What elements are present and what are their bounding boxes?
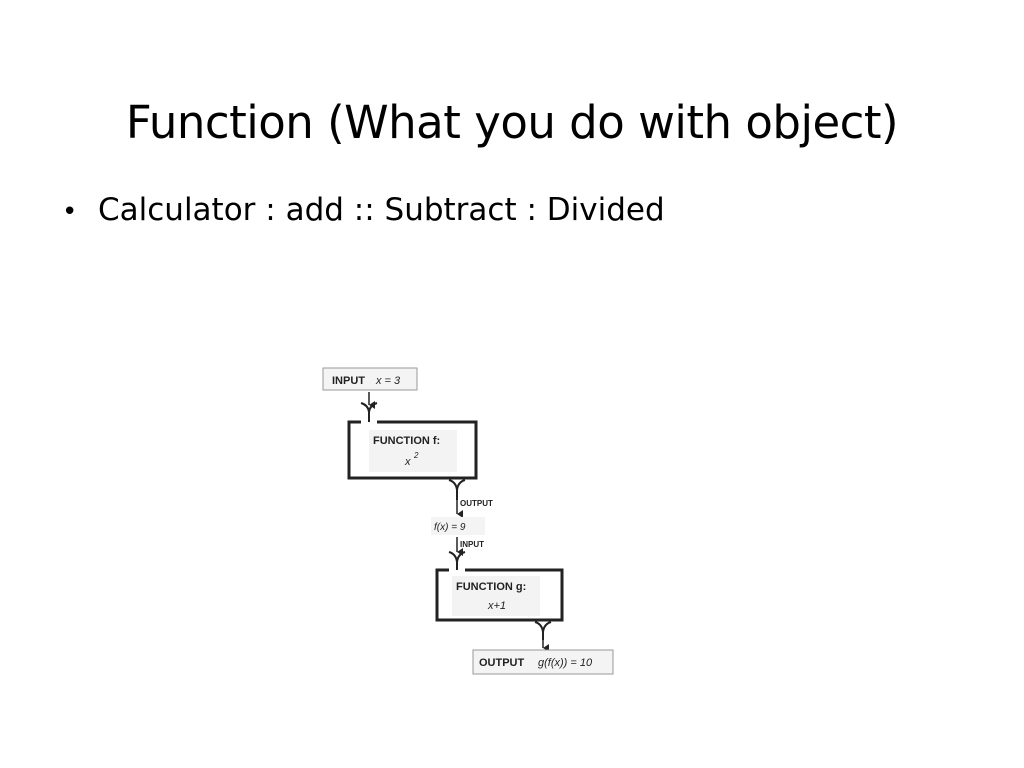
funnel-icon [448,479,466,500]
funnel-icon [448,551,466,570]
slide-title: Function (What you do with object) [125,96,899,150]
intermediate-box [431,517,485,535]
bullet-text: Calculator : add :: Subtract : Divided [98,192,665,228]
final-output-box [472,649,614,675]
input-box [322,367,418,391]
final-output-value: g(f(x)) = 10 [538,657,593,669]
function-g-expr: x+1 [487,600,506,612]
input-value: x = 3 [375,375,401,387]
bullet-list: • Calculator : add :: Subtract : Divided [62,192,665,228]
funnel-icon [360,402,378,422]
function-f-exponent: 2 [413,451,419,460]
function-g-label-box [452,576,540,616]
function-f-machine [347,420,478,480]
bullet-dot: • [62,197,78,227]
output-tag-1: OUTPUT [460,499,493,508]
function-f-label-box [369,430,457,472]
function-f-expr: x [404,456,411,468]
input-tag-2: INPUT [460,540,484,549]
funnel-icon [534,621,552,640]
intermediate-value: f(x) = 9 [434,522,466,533]
function-g-label: FUNCTION g: [456,581,526,593]
bullet-item: • Calculator : add :: Subtract : Divided [62,192,665,228]
final-output-label: OUTPUT [479,657,525,669]
function-g-machine [435,568,564,622]
input-label: INPUT [332,375,365,387]
function-f-label: FUNCTION f: [373,435,440,447]
